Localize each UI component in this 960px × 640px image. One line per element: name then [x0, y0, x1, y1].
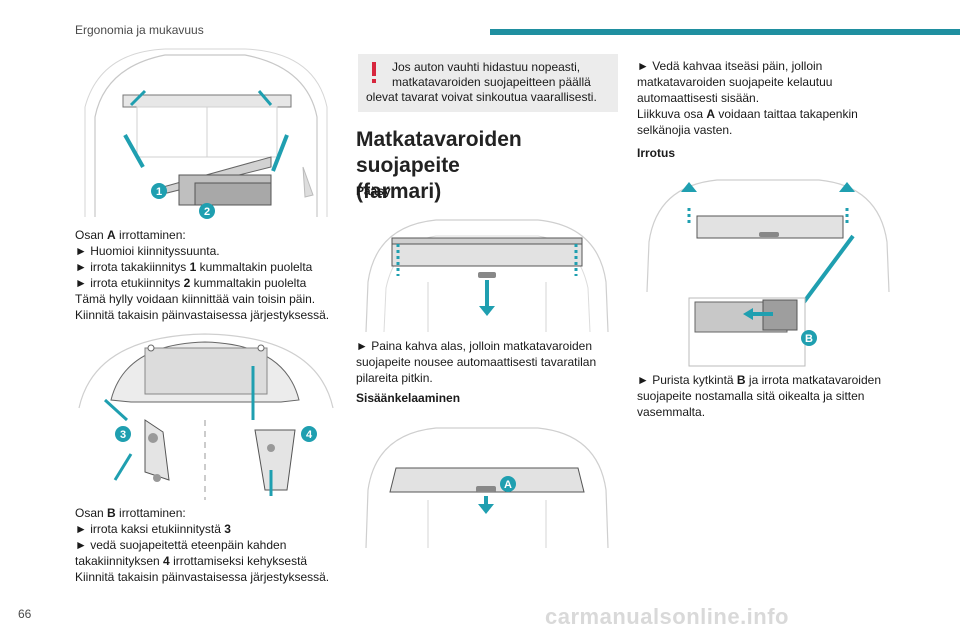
- subheading-access: Pääsy: [356, 184, 391, 198]
- paragraph-part-a: Osan A irrottaminen: ► Huomioi kiinnitys…: [75, 228, 330, 322]
- figure-cover-removal: B: [637, 172, 899, 368]
- svg-text:A: A: [504, 479, 512, 491]
- figure-parcel-shelf-part-b: 3 4: [75, 330, 337, 502]
- callout-b: B: [801, 330, 817, 346]
- figure-parcel-shelf-part-a: 1 2: [75, 47, 337, 222]
- callout-2: 2: [199, 203, 215, 219]
- svg-text:4: 4: [306, 429, 313, 441]
- callout-1: 1: [151, 183, 167, 199]
- header-accent-bar: [490, 29, 960, 35]
- svg-text:1: 1: [156, 186, 162, 198]
- running-header: Ergonomia ja mukavuus: [75, 23, 204, 37]
- paragraph-access: ► Paina kahva alas, jolloin matkatavaroi…: [356, 339, 597, 385]
- callout-3: 3: [115, 426, 131, 442]
- svg-text:B: B: [805, 333, 813, 345]
- paragraph-retract: ► Vedä kahvaa itseäsi päin, jolloin matk…: [637, 59, 858, 137]
- figure-cover-retract: A: [356, 420, 618, 548]
- warning-box: Jos auton vauhti hidastuu nopeasti, matk…: [358, 54, 618, 112]
- paragraph-removal: ► Purista kytkintä B ja irrota matkatava…: [637, 373, 881, 419]
- callout-4: 4: [301, 426, 317, 442]
- callout-a: A: [500, 476, 516, 492]
- warning-exclamation-icon: [370, 62, 378, 84]
- figure-cover-access: [356, 212, 618, 334]
- paragraph-part-b: Osan B irrottaminen: ► irrota kaksi etuk…: [75, 506, 330, 584]
- svg-text:2: 2: [204, 206, 210, 218]
- watermark: carmanualsonline.info: [545, 604, 789, 629]
- page-number: 66: [18, 607, 32, 621]
- section-title: Matkatavaroiden suojapeite (farmari): [356, 128, 522, 203]
- subheading-removal: Irrotus: [637, 146, 676, 160]
- subheading-retract: Sisäänkelaaminen: [356, 391, 461, 405]
- svg-text:3: 3: [120, 429, 126, 441]
